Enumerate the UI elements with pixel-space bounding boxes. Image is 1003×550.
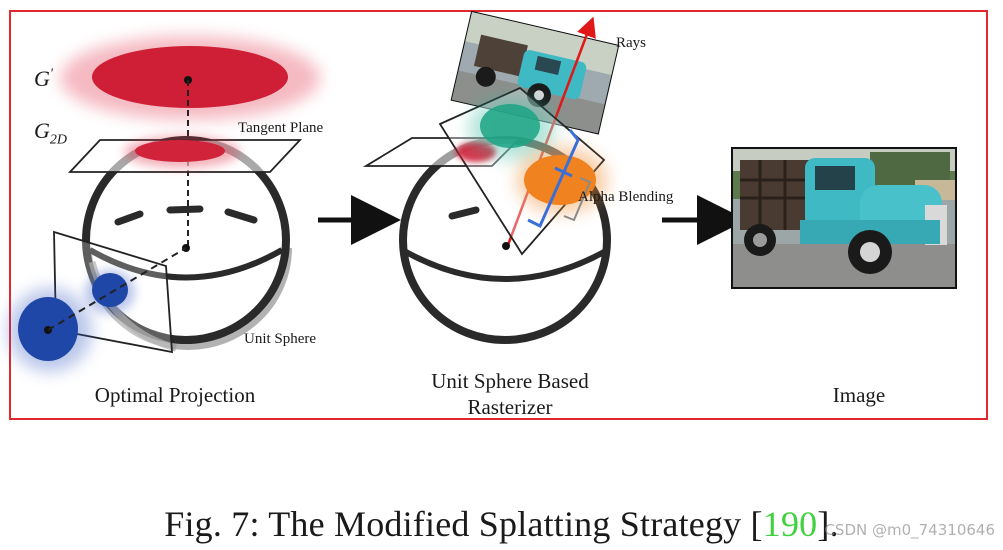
g2d-gaussian (124, 136, 240, 168)
section-rasterizer-line1: Unit Sphere Based (400, 368, 620, 394)
section-rasterizer-line2: Rasterizer (400, 394, 620, 420)
caption-text: Fig. 7: The Modified Splatting Strategy … (164, 504, 763, 544)
g2d-label: G2D (34, 118, 67, 148)
optimal-projection-panel (8, 36, 320, 372)
caption-reference-link[interactable]: 190 (763, 504, 818, 544)
g-prime-label: G' (34, 66, 53, 92)
section-optimal-projection: Optimal Projection (70, 383, 280, 408)
output-image (731, 147, 957, 289)
alpha-blending-label: Alpha Blending (578, 189, 673, 206)
rays-label: Rays (616, 35, 646, 52)
watermark: CSDN @m0_74310646 (824, 521, 995, 539)
unit-sphere-label: Unit Sphere (244, 331, 316, 348)
section-image: Image (800, 383, 918, 408)
section-rasterizer: Unit Sphere Based Rasterizer (400, 368, 620, 420)
tangent-plane-label: Tangent Plane (238, 120, 323, 137)
rasterizer-panel (366, 12, 618, 340)
